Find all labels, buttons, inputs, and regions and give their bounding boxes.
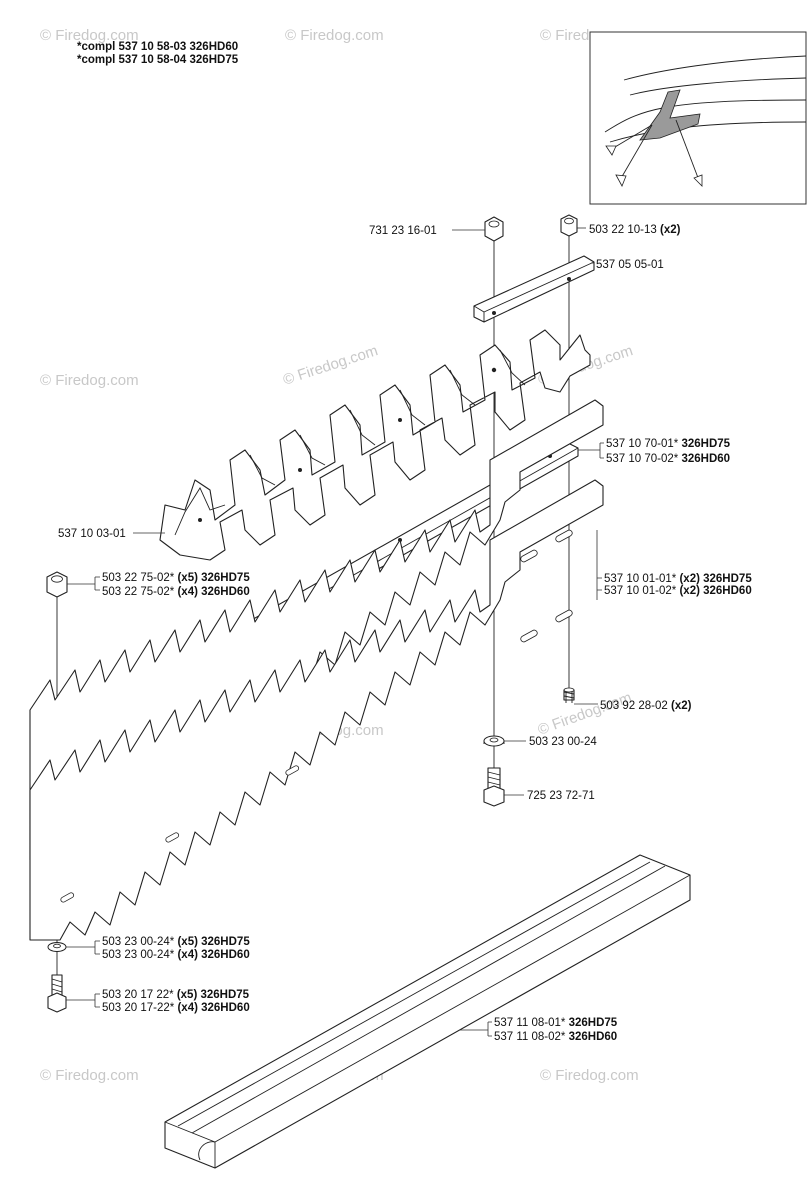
part-label: 537 10 01-01* (x2) 326HD75 (604, 573, 752, 585)
part-label: 537 11 08-01* 326HD75 (494, 1017, 618, 1029)
part-label: 503 20 17 22* (x5) 326HD75 (102, 989, 250, 1001)
support-plate (473, 255, 595, 323)
header-line-1: *compl 537 10 58-03 326HD60 (77, 41, 238, 53)
part-label: 503 92 28-02 (x2) (600, 700, 692, 712)
part-label: 503 22 75-02* (x5) 326HD75 (102, 572, 250, 584)
hex-nut (484, 216, 504, 242)
watermark-text: © Firedog.com (40, 372, 139, 389)
part-label: 537 10 01-02* (x2) 326HD60 (604, 585, 752, 597)
hex-nut (46, 571, 68, 598)
part-label: 537 11 08-02* 326HD60 (494, 1031, 617, 1043)
cutter-blade (29, 479, 604, 941)
upper-cutter-blade (159, 329, 591, 561)
watermark-text: © Firedog.com (540, 1067, 639, 1084)
screw (563, 687, 575, 703)
part-label: 503 22 10-13 (x2) (589, 224, 681, 236)
inset-detail (589, 31, 807, 205)
hex-nut (560, 214, 578, 237)
part-label: 537 05 05-01 (596, 259, 664, 271)
part-label: 731 23 16-01 (369, 225, 437, 237)
header-line-2: *compl 537 10 58-04 326HD75 (77, 54, 239, 66)
washer (483, 735, 505, 747)
watermark-text: © Firedog.com (281, 342, 380, 389)
part-label: 537 10 70-01* 326HD75 (606, 438, 731, 450)
blade-guard (164, 854, 691, 1169)
watermark-text: © Firedog.com (285, 27, 384, 44)
bolt (47, 974, 67, 1013)
part-label: 503 20 17-22* (x4) 326HD60 (102, 1002, 250, 1014)
part-label: 537 10 70-02* 326HD60 (606, 453, 730, 465)
part-label: 503 23 00-24* (x4) 326HD60 (102, 949, 250, 961)
leader-lines (66, 227, 604, 1037)
part-label: 503 22 75-02* (x4) 326HD60 (102, 586, 250, 598)
part-label: 503 23 00-24* (x5) 326HD75 (102, 936, 250, 948)
part-label: 537 10 03-01 (58, 528, 126, 540)
bolt (483, 767, 505, 807)
watermark-text: © Firedog.com (40, 27, 139, 44)
washer (47, 942, 67, 952)
watermark-text: © Firedog.com (536, 689, 634, 739)
part-label: 725 23 72-71 (527, 790, 595, 802)
part-label: 503 23 00-24 (529, 736, 597, 748)
watermark-text: © Firedog.com (40, 1067, 139, 1084)
